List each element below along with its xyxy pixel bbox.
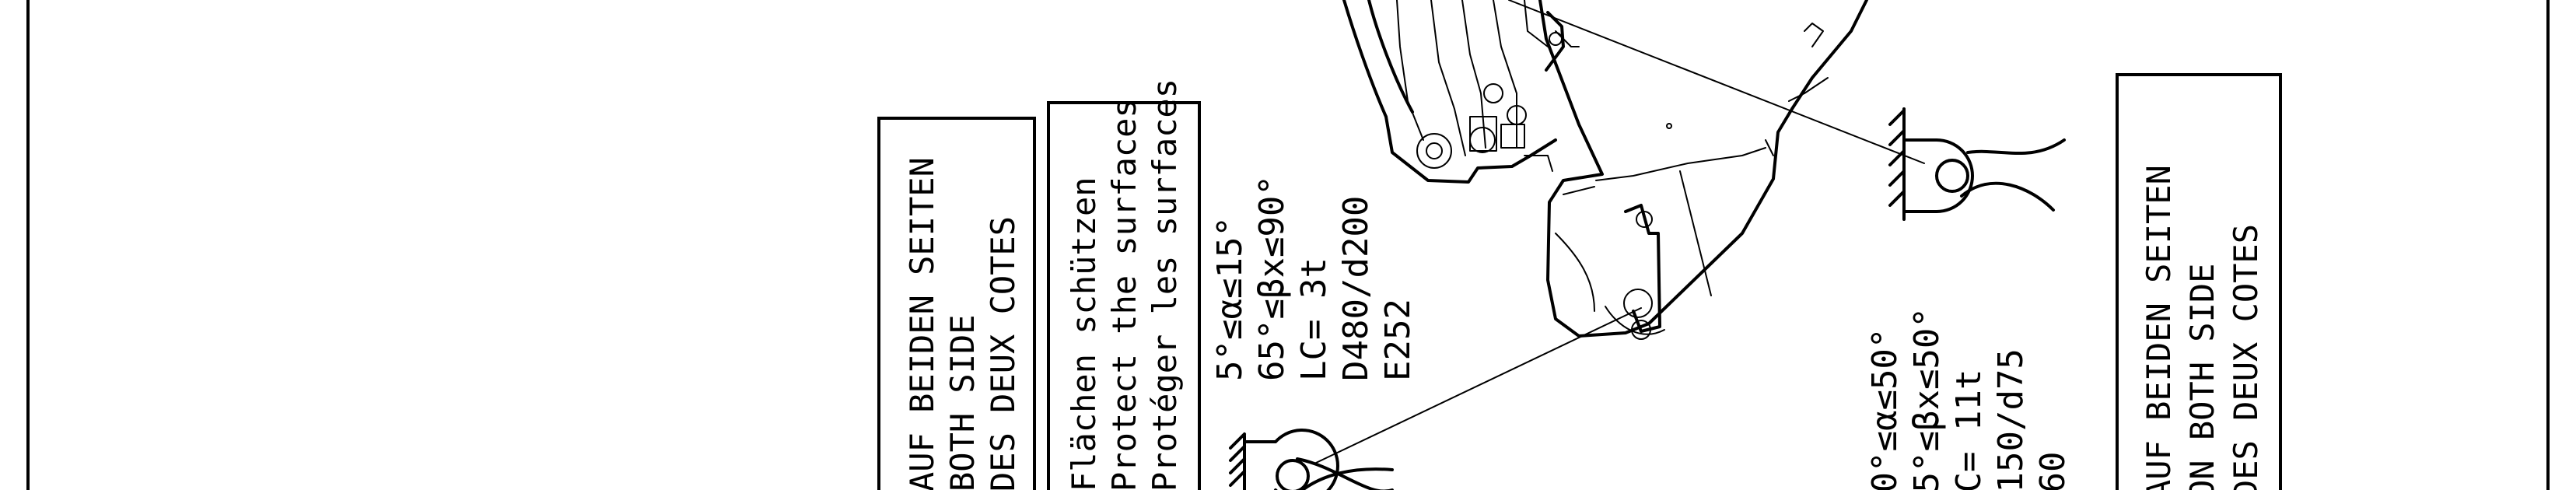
spec-angle-beta: 25°≤βx≤50° <box>1907 307 1947 490</box>
spec-angle-beta: 65°≤βx≤90° <box>1252 175 1292 381</box>
note-box-protect-surfaces: Flächen schützen Protect the surfaces Pr… <box>1047 79 1201 490</box>
spec-diameter: D480/d200 <box>1336 196 1376 381</box>
note-line: ON BOTH SIDE <box>2183 264 2221 490</box>
sling-spec-upper: 5°≤α≤15° 65°≤βx≤90° LC= 3t D480/d200 E25… <box>1210 175 1418 381</box>
note-box-both-sides-right: AUF BEIDEN SEITEN ON BOTH SIDE DES DEUX … <box>2116 73 2282 490</box>
spec-angle-alpha: 5°≤α≤15° <box>1210 216 1250 381</box>
sling-line-right <box>1508 0 1925 164</box>
note-line: Protéger les surfaces <box>1146 79 1184 490</box>
sling-shackle-icon <box>1888 107 2066 221</box>
machine-component <box>1342 0 1868 340</box>
spec-angle-alpha: 30°≤α≤50° <box>1865 328 1905 490</box>
sling-spec-lower: 30°≤α≤50° 25°≤βx≤50° LC= 11t D150/d75 E6… <box>1865 307 2073 490</box>
spec-code: E252 <box>1378 299 1418 381</box>
note-line: DES DEUX COTES <box>2227 224 2265 490</box>
spec-code: E60 <box>2033 452 2073 490</box>
sling-shackle-icon <box>1229 429 1394 490</box>
spec-load-capacity: LC= 11t <box>1949 369 1989 490</box>
spec-load-capacity: LC= 3t <box>1294 257 1334 381</box>
spec-diameter: D150/d75 <box>1991 348 2031 490</box>
note-line: Flächen schützen <box>1065 177 1103 490</box>
note-line: Protect the surfaces <box>1105 98 1143 490</box>
note-line: BOTH SIDE <box>943 314 982 490</box>
note-line: DES DEUX COTES <box>984 216 1022 490</box>
note-line: AUF BEIDEN SEITEN <box>903 157 941 490</box>
note-box-both-sides-left: AUF BEIDEN SEITEN BOTH SIDE DES DEUX COT… <box>877 117 1036 490</box>
note-line: AUF BEIDEN SEITEN <box>2140 165 2178 490</box>
